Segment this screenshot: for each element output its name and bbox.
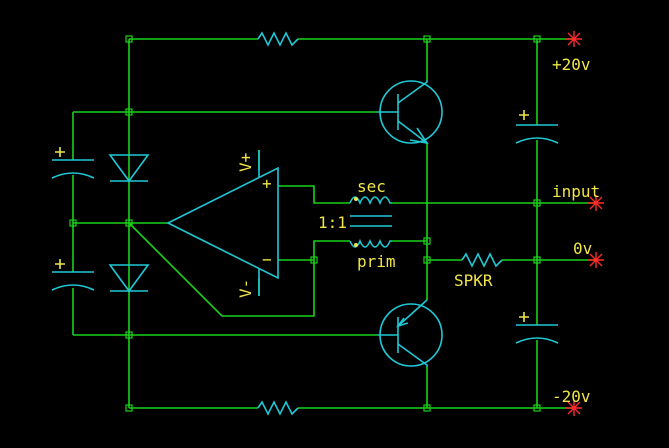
junction-node [69, 219, 77, 227]
terminal-input-icon[interactable] [588, 195, 604, 211]
right-upper-capacitor [515, 110, 559, 144]
junction-node [423, 35, 431, 43]
pos-supply-label: +20v [552, 55, 591, 74]
left-lower-capacitor [51, 259, 95, 291]
transformer-ratio-label: 1:1 [318, 213, 347, 232]
secondary-dot-icon [354, 197, 358, 201]
junction-node [423, 256, 431, 264]
junction-node [125, 219, 133, 227]
terminal-neg-supply-icon[interactable] [566, 400, 582, 416]
top-resistor [257, 31, 299, 47]
junction-node [423, 237, 431, 245]
junction-node [125, 404, 133, 412]
speaker-resistor [461, 252, 503, 268]
lower-diode [108, 264, 150, 293]
opamp-vminus-label: V- [236, 279, 255, 298]
opamp-inverting-label: − [262, 250, 272, 269]
left-upper-capacitor [51, 147, 95, 179]
junction-node [125, 108, 133, 116]
wires [72, 38, 596, 409]
junction-node [423, 404, 431, 412]
feedback-diagonal-wire [128, 222, 315, 317]
primary-dot-icon [354, 243, 358, 247]
ground-label: 0v [573, 239, 592, 258]
junction-node [533, 256, 541, 264]
right-lower-capacitor [515, 312, 559, 344]
transformer-sec-label: sec [357, 177, 386, 196]
junction-node [125, 35, 133, 43]
terminal-pos-supply-icon[interactable] [566, 31, 582, 47]
opamp-noninverting-label: + [262, 174, 272, 193]
upper-transistor [378, 80, 443, 145]
junction-nodes [69, 35, 541, 412]
opamp-vplus-label: V+ [236, 153, 255, 172]
neg-supply-label: -20v [552, 387, 591, 406]
junction-node [533, 199, 541, 207]
input-label: input [552, 182, 600, 201]
transformer: sec prim 1:1 [318, 177, 396, 271]
terminal-ground-icon[interactable] [588, 252, 604, 268]
junction-node [310, 256, 318, 264]
bottom-resistor [257, 400, 299, 416]
transformer-prim-label: prim [357, 252, 396, 271]
lower-transistor [378, 299, 443, 367]
speaker-label: SPKR [454, 271, 493, 290]
junction-node [533, 404, 541, 412]
upper-diode [108, 154, 150, 183]
opamp: + − V+ V- [166, 150, 279, 298]
opamp-plus-wire [278, 185, 350, 204]
junction-node [533, 35, 541, 43]
opamp-minus-wire [278, 240, 350, 261]
junction-node [125, 331, 133, 339]
